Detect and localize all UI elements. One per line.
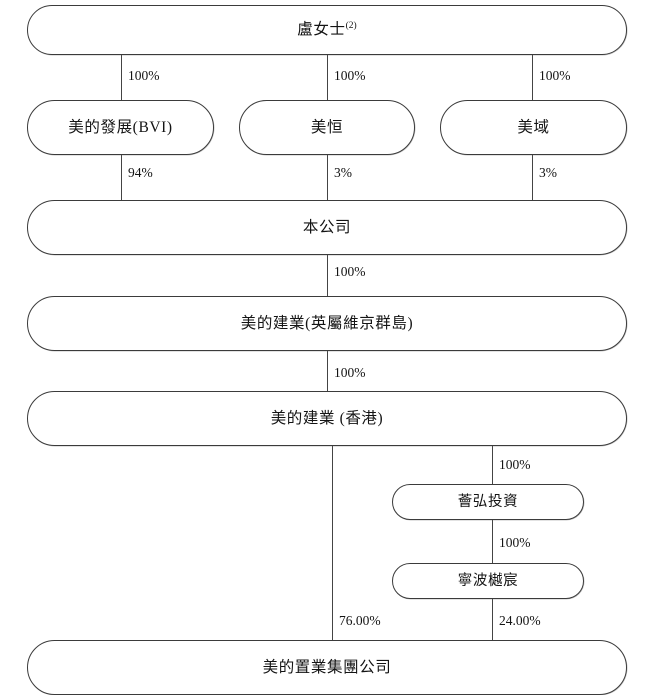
edge-label-meiheng-to-company: 3% [334, 165, 352, 180]
edge-huihong-to-ningbo [492, 520, 493, 563]
edge-company-to-bvi [327, 255, 328, 296]
edge-hk-to-huihong [492, 446, 493, 484]
edge-label-hk-to-target-direct: 76.00% [339, 613, 381, 628]
edge-lu-to-dev [121, 55, 122, 100]
edge-label-dev-to-company: 94% [128, 165, 153, 180]
node-lu[interactable]: 盧女士(2) [27, 5, 627, 55]
node-meiheng[interactable]: 美恒 [239, 100, 415, 155]
node-midea_jianye_hk[interactable]: 美的建業 (香港) [27, 391, 627, 446]
edge-bvi-to-hk [327, 351, 328, 391]
node-midea_jianye_bvi[interactable]: 美的建業(英屬維京群島) [27, 296, 627, 351]
edge-meiyu-to-company [532, 155, 533, 200]
node-footnote-lu: (2) [345, 21, 357, 32]
edge-label-lu-to-dev: 100% [128, 68, 160, 83]
edge-label-lu-to-meiheng: 100% [334, 68, 366, 83]
node-label-midea_real_estate: 美的置業集團公司 [262, 658, 392, 676]
edge-ningbo-to-target [492, 599, 493, 640]
node-meiyu[interactable]: 美域 [440, 100, 627, 155]
node-label-ningbo: 寧波樾宸 [457, 572, 519, 589]
node-label-lu: 盧女士(2) [297, 21, 357, 39]
edge-dev-to-company [121, 155, 122, 200]
edge-label-bvi-to-hk: 100% [334, 365, 366, 380]
node-midea_dev_bvi[interactable]: 美的發展(BVI) [27, 100, 214, 155]
node-label-meiyu: 美域 [517, 118, 550, 136]
node-label-company: 本公司 [302, 218, 352, 236]
edge-label-company-to-bvi: 100% [334, 264, 366, 279]
node-ningbo[interactable]: 寧波樾宸 [392, 563, 584, 599]
edge-hk-to-target-direct [332, 446, 333, 640]
node-label-midea_dev_bvi: 美的發展(BVI) [68, 118, 173, 136]
node-label-meiheng: 美恒 [310, 118, 344, 136]
node-huihong[interactable]: 薈弘投資 [392, 484, 584, 520]
node-label-midea_jianye_bvi: 美的建業(英屬維京群島) [240, 314, 414, 332]
edge-label-hk-to-huihong: 100% [499, 457, 531, 472]
edge-lu-to-meiheng [327, 55, 328, 100]
node-label-huihong: 薈弘投資 [457, 493, 519, 510]
edge-meiheng-to-company [327, 155, 328, 200]
edge-label-meiyu-to-company: 3% [539, 165, 557, 180]
node-company[interactable]: 本公司 [27, 200, 627, 255]
edge-lu-to-meiyu [532, 55, 533, 100]
node-label-midea_jianye_hk: 美的建業 (香港) [270, 409, 384, 427]
edge-label-lu-to-meiyu: 100% [539, 68, 571, 83]
node-midea_real_estate[interactable]: 美的置業集團公司 [27, 640, 627, 695]
edge-label-ningbo-to-target: 24.00% [499, 613, 541, 628]
edge-label-huihong-to-ningbo: 100% [499, 535, 531, 550]
